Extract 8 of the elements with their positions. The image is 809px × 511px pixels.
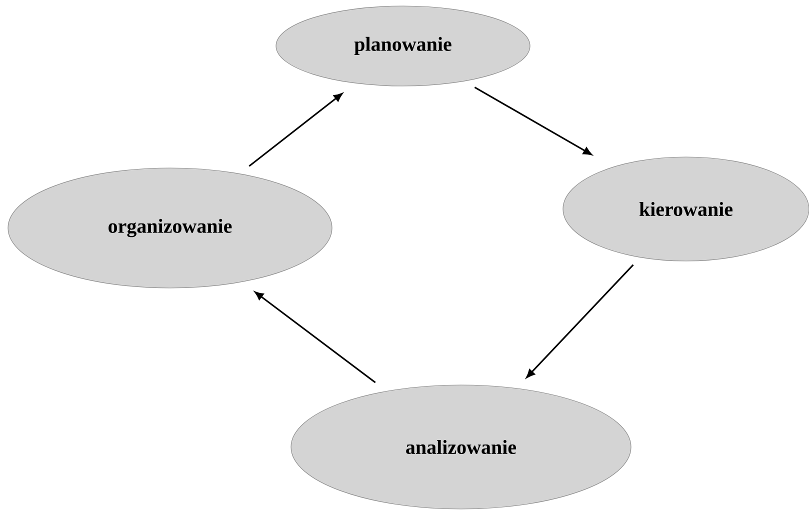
ellipse-node: kierowanie xyxy=(562,156,809,262)
arrow xyxy=(526,264,634,378)
arrow xyxy=(248,93,343,167)
ellipse-node: organizowanie xyxy=(8,168,332,288)
arrow xyxy=(474,86,592,156)
ellipse-node: analizowanie xyxy=(290,384,632,510)
ellipse-node: planowanie xyxy=(276,6,530,86)
arrow xyxy=(254,292,376,384)
